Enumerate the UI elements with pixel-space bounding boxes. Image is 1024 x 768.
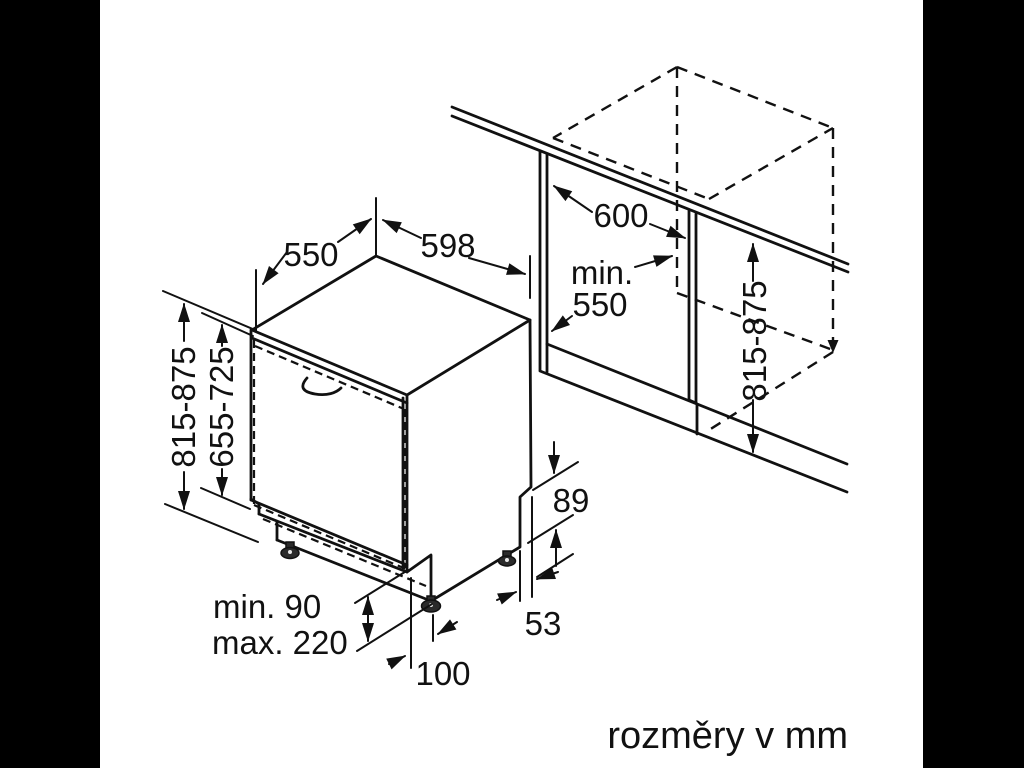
dim-label-niche-width: 600 bbox=[593, 197, 648, 234]
dim-label-appliance-height: 815-875 bbox=[165, 346, 202, 467]
plinth-floor bbox=[538, 342, 849, 494]
letterbox-left bbox=[0, 0, 100, 768]
dim-label-foot-to-front: 100 bbox=[415, 655, 470, 692]
partition-panel bbox=[538, 149, 549, 374]
dishwasher-rear-edge bbox=[429, 318, 533, 603]
niche-corner-arrowhead bbox=[827, 340, 839, 353]
dim-label-rear-recess-depth: 53 bbox=[525, 605, 562, 642]
units-footnote: rozměry v mm bbox=[607, 715, 848, 757]
dishwasher-base-bottom-edge bbox=[275, 538, 433, 603]
dim-label-plinth-min: min. 90 bbox=[213, 588, 321, 625]
foot-rear bbox=[497, 550, 517, 567]
dimension-arrows bbox=[178, 185, 759, 670]
countertop bbox=[450, 105, 850, 274]
adjustable-feet bbox=[280, 541, 517, 613]
door-handle bbox=[301, 376, 343, 397]
foot-front bbox=[420, 595, 442, 613]
dim-label-top-depth: 550 bbox=[283, 236, 338, 273]
dim-label-rear-recess-height: 89 bbox=[553, 482, 590, 519]
dimension-labels: 550 598 600 min. 550 815-875 655-725 815… bbox=[165, 197, 848, 757]
dim-label-plinth-max: max. 220 bbox=[212, 624, 348, 661]
dishwasher bbox=[249, 254, 533, 603]
dim-label-top-width: 598 bbox=[420, 227, 475, 264]
dishwasher-door-bottom-edge bbox=[249, 498, 409, 567]
dim-label-niche-height: 815-875 bbox=[736, 280, 773, 401]
dim-label-niche-depth-prefix: min. bbox=[571, 254, 633, 291]
foot-left bbox=[280, 541, 300, 560]
dim-label-door-panel-height: 655-725 bbox=[203, 346, 240, 467]
dimension-ticks bbox=[162, 197, 579, 669]
dim-label-niche-depth-value: 550 bbox=[572, 286, 627, 323]
letterbox-right bbox=[923, 0, 1024, 768]
